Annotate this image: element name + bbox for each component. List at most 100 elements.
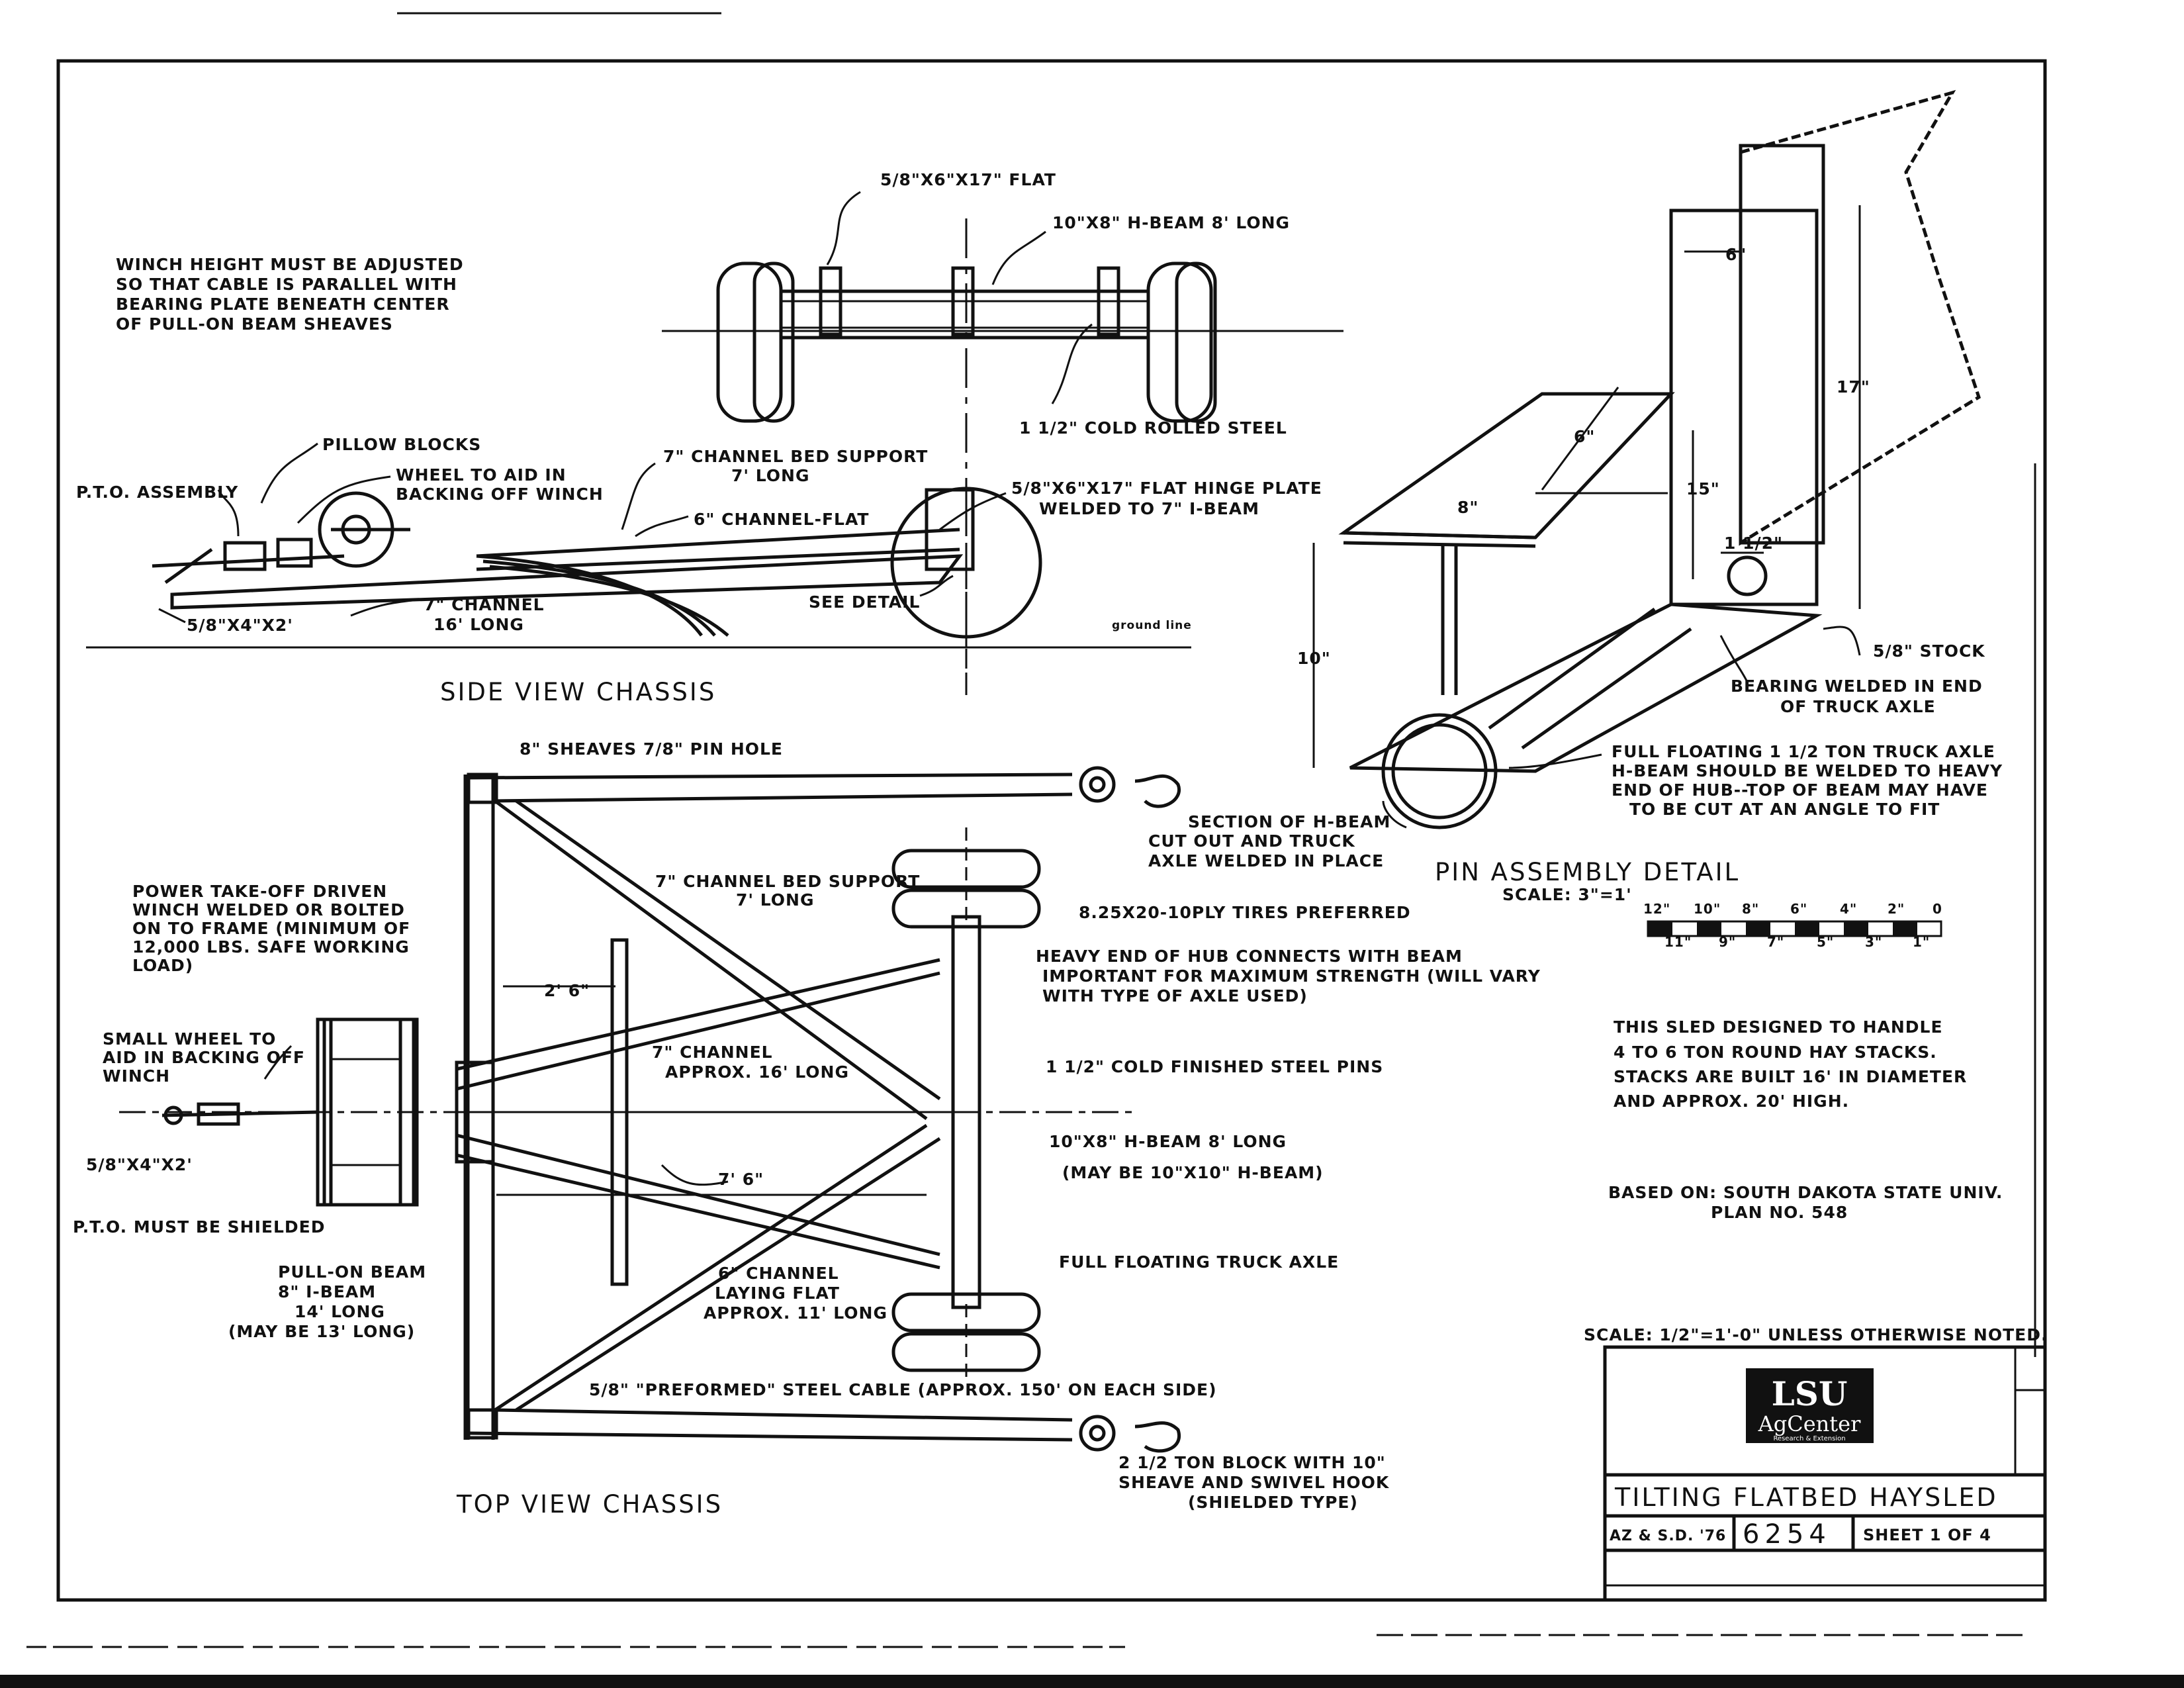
svg-text:FULL FLOATING 1 1/2 TON TRUCK: FULL FLOATING 1 1/2 TON TRUCK AXLE — [1612, 742, 1995, 761]
svg-text:10": 10" — [1694, 901, 1721, 917]
svg-text:HEAVY END OF HUB CONNECTS WITH: HEAVY END OF HUB CONNECTS WITH BEAM — [1036, 947, 1463, 966]
svg-text:4 TO 6 TON ROUND HAY STACKS.: 4 TO 6 TON ROUND HAY STACKS. — [1614, 1043, 1937, 1062]
svg-text:6" CHANNEL: 6" CHANNEL — [718, 1264, 839, 1283]
svg-text:(MAY BE 13' LONG): (MAY BE 13' LONG) — [228, 1322, 415, 1341]
svg-text:AID IN BACKING OFF: AID IN BACKING OFF — [103, 1048, 305, 1067]
dim-7-6: 7' 6" — [718, 1170, 764, 1189]
axle-flat-label: 5/8"X6"X17" FLAT — [880, 170, 1056, 189]
svg-text:8" I-BEAM: 8" I-BEAM — [278, 1282, 376, 1301]
svg-text:WINCH: WINCH — [103, 1066, 170, 1086]
svg-text:8": 8" — [1457, 498, 1479, 517]
svg-text:AND APPROX. 20' HIGH.: AND APPROX. 20' HIGH. — [1614, 1092, 1849, 1111]
svg-text:BEARING PLATE BENEATH CENTER: BEARING PLATE BENEATH CENTER — [116, 295, 450, 314]
svg-text:STACKS ARE BUILT 16' IN DIAMET: STACKS ARE BUILT 16' IN DIAMETER — [1614, 1067, 1967, 1086]
pto-assembly-label: P.T.O. ASSEMBLY — [76, 483, 238, 502]
svg-text:7" CHANNEL: 7" CHANNEL — [424, 595, 545, 614]
svg-text:ON TO FRAME (MINIMUM OF: ON TO FRAME (MINIMUM OF — [132, 919, 410, 938]
svg-text:12,000 LBS. SAFE WORKING: 12,000 LBS. SAFE WORKING — [132, 937, 410, 957]
stock-label: 5/8" STOCK — [1873, 641, 1985, 661]
drawing-title: TILTING FLATBED HAYSLED — [1614, 1483, 1998, 1512]
svg-text:12": 12" — [1643, 901, 1670, 917]
svg-text:Research & Extension: Research & Extension — [1773, 1435, 1845, 1442]
svg-text:BASED ON: SOUTH DAKOTA STATE U: BASED ON: SOUTH DAKOTA STATE UNIV. — [1608, 1183, 2003, 1202]
svg-text:OF PULL-ON BEAM SHEAVES: OF PULL-ON BEAM SHEAVES — [116, 314, 393, 334]
winch-height-note: WINCH HEIGHT MUST BE ADJUSTED SO THAT CA… — [116, 255, 463, 334]
top-view-chassis: 8" SHEAVES 7/8" PIN HOLE 7" CHANNEL BED … — [73, 739, 1541, 1519]
pin-detail-scale: SCALE: 3"=1' — [1502, 885, 1632, 904]
sled-design-note: THIS SLED DESIGNED TO HANDLE 4 TO 6 TON … — [1608, 1017, 2003, 1222]
svg-text:AgCenter: AgCenter — [1758, 1411, 1861, 1436]
shielded-note: P.T.O. MUST BE SHIELDED — [73, 1217, 325, 1237]
axle-elevation-view: 5/8"X6"X17" FLAT 10"X8" H-BEAM 8' LONG 1… — [662, 170, 1343, 695]
svg-text:BEARING WELDED IN END: BEARING WELDED IN END — [1731, 677, 1983, 696]
svg-text:IMPORTANT FOR MAXIMUM STRENGTH: IMPORTANT FOR MAXIMUM STRENGTH (WILL VAR… — [1042, 966, 1541, 986]
svg-text:7' LONG: 7' LONG — [736, 890, 815, 910]
svg-text:WHEEL TO AID IN: WHEEL TO AID IN — [396, 465, 567, 485]
svg-text:WINCH WELDED OR BOLTED: WINCH WELDED OR BOLTED — [132, 900, 405, 919]
svg-text:2": 2" — [1888, 901, 1905, 917]
svg-text:APPROX. 11' LONG: APPROX. 11' LONG — [704, 1303, 887, 1323]
svg-text:7" CHANNEL BED SUPPORT: 7" CHANNEL BED SUPPORT — [655, 872, 920, 891]
svg-text:SHEAVE AND SWIVEL HOOK: SHEAVE AND SWIVEL HOOK — [1118, 1473, 1390, 1492]
svg-text:5": 5" — [1817, 934, 1834, 950]
see-detail-label: SEE DETAIL — [809, 592, 920, 612]
svg-text:SO THAT CABLE IS PARALLEL WITH: SO THAT CABLE IS PARALLEL WITH — [116, 275, 457, 294]
svg-text:7": 7" — [1767, 934, 1784, 950]
svg-text:14' LONG: 14' LONG — [295, 1302, 385, 1321]
side-view-title: SIDE VIEW CHASSIS — [440, 678, 716, 706]
svg-text:7" CHANNEL BED SUPPORT: 7" CHANNEL BED SUPPORT — [663, 447, 928, 466]
svg-text:BACKING OFF WINCH: BACKING OFF WINCH — [396, 485, 604, 504]
svg-text:LSU: LSU — [1772, 1374, 1848, 1413]
svg-text:0: 0 — [1933, 901, 1942, 917]
svg-text:9": 9" — [1719, 934, 1736, 950]
sheet-border — [0, 12, 2184, 1688]
svg-text:H-BEAM SHOULD BE WELDED TO HEA: H-BEAM SHOULD BE WELDED TO HEAVY — [1612, 761, 2003, 780]
svg-text:11": 11" — [1664, 934, 1692, 950]
svg-text:LAYING FLAT: LAYING FLAT — [715, 1284, 840, 1303]
ground-line-label: ground line — [1112, 619, 1192, 632]
full-axle-label: FULL FLOATING TRUCK AXLE — [1059, 1252, 1339, 1272]
channel-flat-label: 6" CHANNEL-FLAT — [694, 510, 869, 529]
top-view-title: TOP VIEW CHASSIS — [456, 1490, 723, 1519]
svg-text:OF TRUCK AXLE: OF TRUCK AXLE — [1780, 697, 1936, 716]
svg-text:2 1/2 TON BLOCK WITH 10": 2 1/2 TON BLOCK WITH 10" — [1118, 1453, 1386, 1472]
svg-text:SMALL WHEEL TO: SMALL WHEEL TO — [103, 1029, 276, 1049]
svg-text:10": 10" — [1297, 649, 1331, 668]
lsu-agcenter-logo: LSU AgCenter Research & Extension — [1746, 1368, 1874, 1443]
svg-text:POWER TAKE-OFF DRIVEN: POWER TAKE-OFF DRIVEN — [132, 882, 387, 901]
side-hitch-label: 5/8"X4"X2' — [187, 616, 293, 635]
svg-text:1": 1" — [1913, 934, 1930, 950]
drawing-origin: AZ & S.D. '76 — [1610, 1528, 1726, 1544]
svg-text:17": 17" — [1837, 377, 1870, 397]
svg-text:CUT OUT AND TRUCK: CUT OUT AND TRUCK — [1148, 831, 1355, 851]
dim-2-6: 2' 6" — [544, 981, 590, 1000]
svg-text:SECTION OF H-BEAM: SECTION OF H-BEAM — [1188, 812, 1390, 831]
pin-detail-title: PIN ASSEMBLY DETAIL — [1435, 858, 1740, 886]
drawing-number: 6254 — [1743, 1519, 1831, 1550]
svg-text:3": 3" — [1865, 934, 1882, 950]
top-hitch-label: 5/8"X4"X2' — [86, 1155, 193, 1174]
svg-text:THIS SLED DESIGNED TO HANDLE: THIS SLED DESIGNED TO HANDLE — [1614, 1017, 1943, 1037]
svg-text:7' LONG: 7' LONG — [731, 466, 810, 485]
svg-text:AXLE WELDED IN PLACE: AXLE WELDED IN PLACE — [1148, 851, 1384, 870]
sheaves-label: 8" SHEAVES 7/8" PIN HOLE — [520, 739, 783, 759]
side-view-chassis: PILLOW BLOCKS P.T.O. ASSEMBLY WHEEL TO A… — [76, 435, 1322, 706]
cable-label: 5/8" "PREFORMED" STEEL CABLE (APPROX. 15… — [589, 1380, 1217, 1399]
svg-text:4": 4" — [1840, 901, 1857, 917]
svg-text:END OF HUB--TOP OF BEAM MAY HA: END OF HUB--TOP OF BEAM MAY HAVE — [1612, 780, 1988, 800]
axle-hbeam-label: 10"X8" H-BEAM 8' LONG — [1052, 213, 1290, 232]
pin-assembly-detail: 6" 17" 6" 8" 15" 1 1/2" 10" 5/8" STOCK B… — [1148, 89, 2003, 950]
svg-text:(MAY BE 10"X10" H-BEAM): (MAY BE 10"X10" H-BEAM) — [1062, 1163, 1324, 1182]
svg-text:WELDED TO 7" I-BEAM: WELDED TO 7" I-BEAM — [1039, 499, 1259, 518]
title-block: SCALE: 1/2"=1'-0" UNLESS OTHERWISE NOTED… — [1584, 1325, 2048, 1602]
svg-text:15": 15" — [1686, 479, 1720, 498]
svg-text:(SHIELDED TYPE): (SHIELDED TYPE) — [1188, 1493, 1358, 1512]
svg-text:8": 8" — [1742, 901, 1759, 917]
axle-steel-label: 1 1/2" COLD ROLLED STEEL — [1019, 418, 1287, 438]
general-scale-note: SCALE: 1/2"=1'-0" UNLESS OTHERWISE NOTED… — [1584, 1325, 2048, 1344]
pillow-blocks-label: PILLOW BLOCKS — [322, 435, 481, 454]
tires-label: 8.25X20-10PLY TIRES PREFERRED — [1079, 903, 1411, 922]
svg-text:16' LONG: 16' LONG — [433, 615, 524, 634]
svg-text:LOAD): LOAD) — [132, 956, 193, 975]
svg-text:10"X8" H-BEAM 8' LONG: 10"X8" H-BEAM 8' LONG — [1049, 1132, 1287, 1151]
